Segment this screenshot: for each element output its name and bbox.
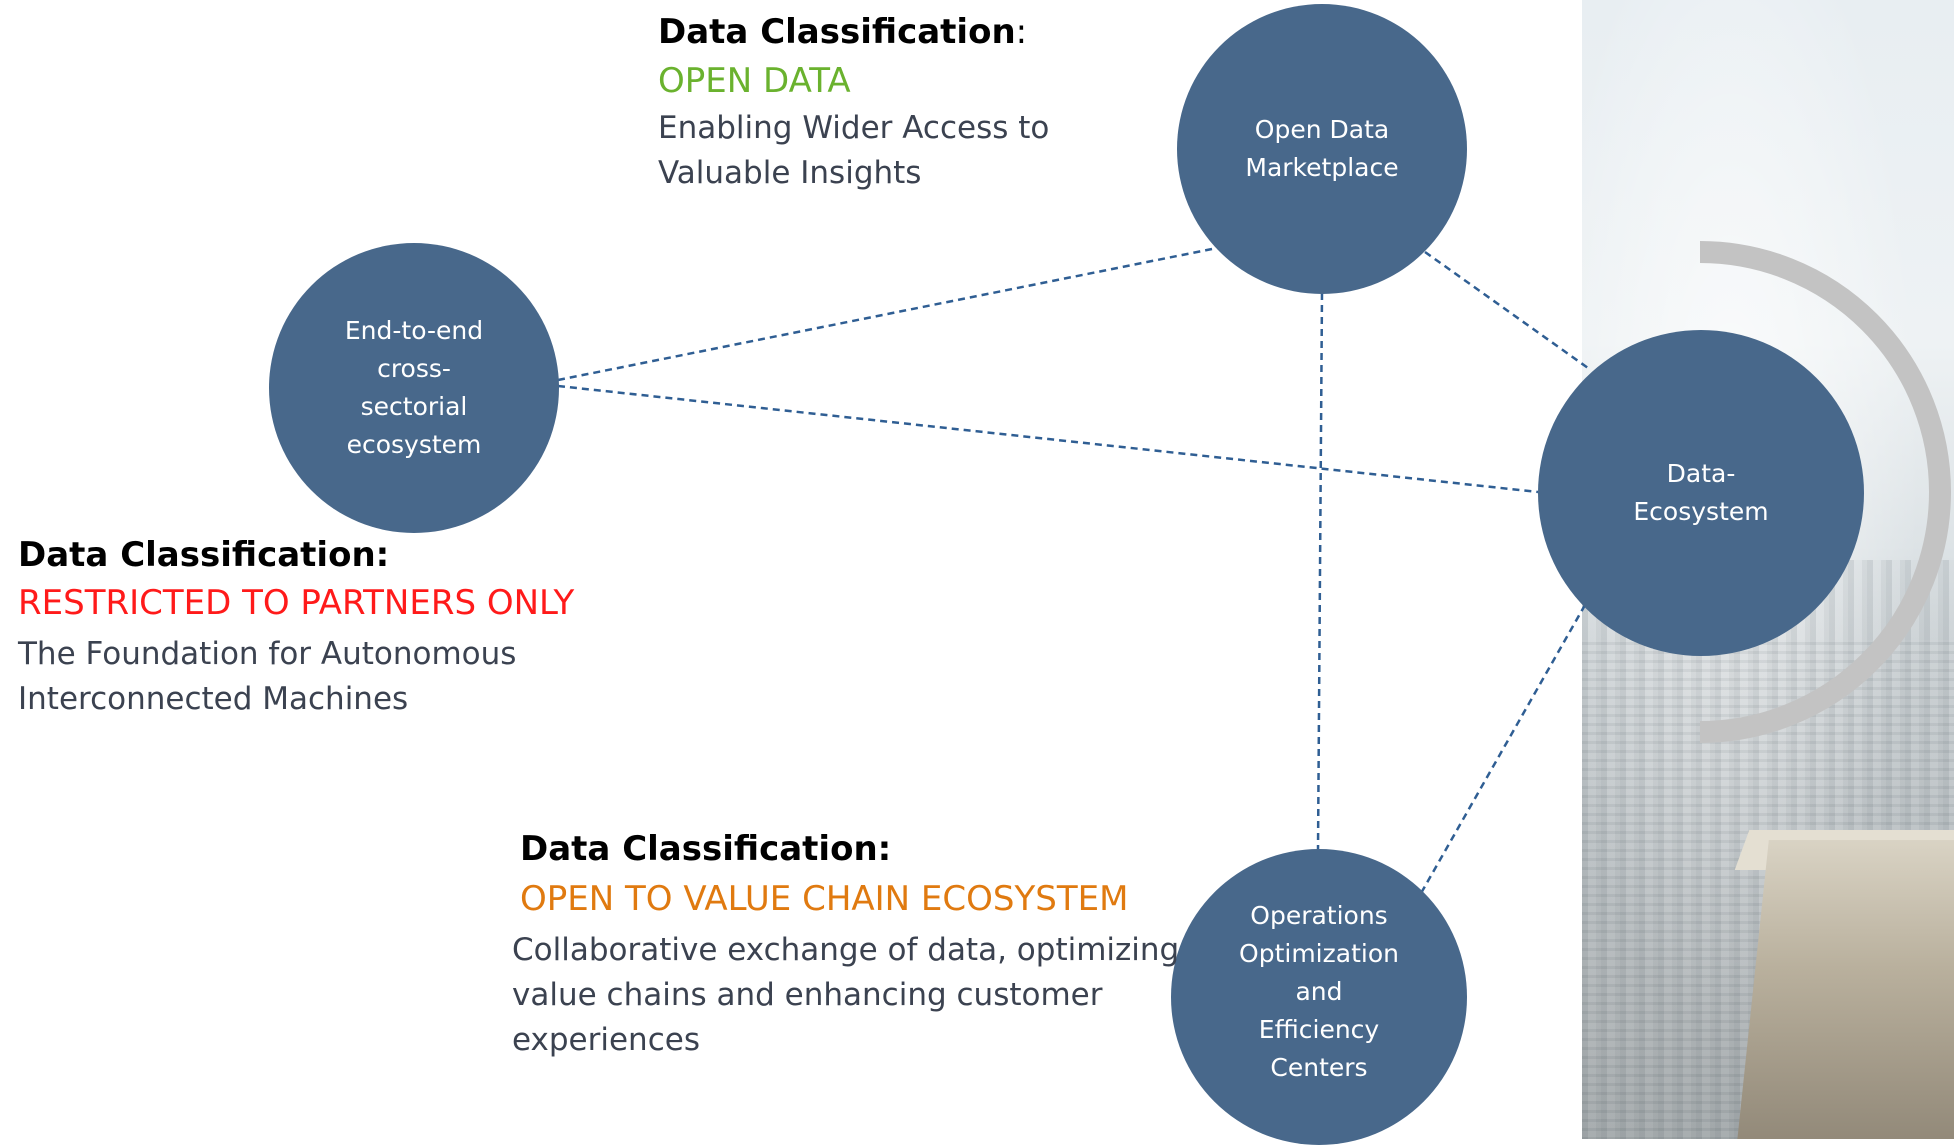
description-line: Valuable Insights: [658, 155, 922, 191]
classification-block-open-data: Data Classification: OPEN DATA Enabling …: [658, 9, 1049, 196]
classification-block-restricted: Data Classification: RESTRICTED TO PARTN…: [18, 532, 574, 722]
node-data-ecosystem: Data- Ecosystem: [1538, 330, 1864, 656]
ecosystem-arc: [1699, 241, 1951, 743]
node-label-line: sectorial: [360, 392, 468, 421]
node-label-line: Open Data: [1254, 115, 1390, 144]
node-operations-optimization: Operations Optimization and Efficiency C…: [1171, 849, 1467, 1145]
description-line: Interconnected Machines: [18, 681, 409, 717]
classification-value-open: OPEN DATA: [658, 61, 851, 101]
classification-heading-text: Data Classification: [658, 12, 1016, 52]
node-label-line: Operations: [1250, 901, 1388, 930]
classification-description: Enabling Wider Access to Valuable Insigh…: [658, 106, 1049, 196]
connector-data-ecosystem-to-operations: [1418, 604, 1587, 896]
classification-heading: Data Classification:: [520, 829, 892, 869]
node-label-line: Ecosystem: [1633, 497, 1769, 526]
classification-heading-colon: :: [1015, 12, 1028, 52]
classification-heading: Data Classification:: [658, 9, 1049, 55]
node-label-line: Data-: [1666, 459, 1736, 488]
description-line: The Foundation for Autonomous: [18, 636, 517, 672]
connector-cross-sectorial-to-data-ecosystem: [557, 384, 1539, 494]
node-open-data-marketplace: Open Data Marketplace: [1177, 4, 1467, 294]
node-label-line: ecosystem: [346, 430, 482, 459]
classification-heading: Data Classification:: [18, 535, 390, 575]
description-line: value chains and enhancing customer: [512, 977, 1103, 1013]
node-label-line: and: [1295, 977, 1343, 1006]
connector-cross-sectorial-to-marketplace: [557, 245, 1223, 382]
node-label-line: Centers: [1270, 1053, 1368, 1082]
classification-description: The Foundation for Autonomous Interconne…: [18, 632, 574, 722]
node-label-line: cross-: [377, 354, 451, 383]
node-label-line: Efficiency: [1258, 1015, 1380, 1044]
description-line: Collaborative exchange of data, optimizi…: [512, 932, 1180, 968]
connector-marketplace-to-data-ecosystem: [1424, 250, 1589, 370]
node-label-line: Optimization: [1239, 939, 1399, 968]
node-label-line: Marketplace: [1245, 153, 1399, 182]
classification-value-restricted: RESTRICTED TO PARTNERS ONLY: [18, 583, 575, 623]
classification-value-value-chain: OPEN TO VALUE CHAIN ECOSYSTEM: [520, 879, 1129, 919]
node-cross-sectorial-ecosystem: End-to-end cross- sectorial ecosystem: [269, 243, 559, 533]
description-line: Enabling Wider Access to: [658, 110, 1050, 146]
description-line: experiences: [512, 1022, 700, 1058]
classification-description: Collaborative exchange of data, optimizi…: [512, 928, 1179, 1063]
classification-block-value-chain: Data Classification: OPEN TO VALUE CHAIN…: [512, 826, 1179, 1063]
connector-marketplace-to-operations: [1316, 292, 1324, 851]
node-label-line: End-to-end: [344, 316, 484, 345]
